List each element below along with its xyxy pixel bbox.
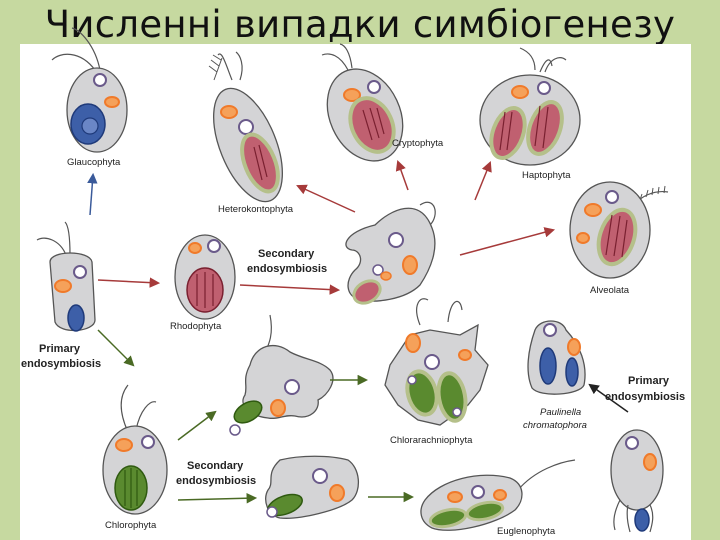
arrow-to-alveolata [459,227,556,256]
cell-primary-host [36,221,96,332]
label-cryptophyta: Cryptophyta [392,138,444,149]
label-secondary-bottom-1: Secondary [187,460,244,472]
arrow-to-paulinella [588,383,629,413]
label-chlorarachniophyta: Chlorarachniophyta [390,435,473,446]
label-paulinella-line2: chromatophora [523,420,587,431]
label-chlorophyta: Chlorophyta [105,520,157,531]
arrow-secondary-red [239,284,341,295]
arrow-secondary-green-2 [177,492,258,504]
cell-alveolata [569,181,669,279]
label-primary-left-2: endosymbiosis [21,358,101,370]
label-glaucophyta: Glaucophyta [67,157,121,168]
label-secondary-bottom-2: endosymbiosis [176,475,256,487]
label-secondary-top-2: endosymbiosis [247,263,327,275]
arrow-to-chlorophyta [97,329,135,367]
cell-primary-host-right [610,429,664,533]
cell-heterokontophyta [208,51,283,203]
cell-euglenophyta [420,459,576,531]
arrow-to-haptophyta [474,161,492,201]
label-haptophyta: Haptophyta [522,170,571,181]
label-primary-right-2: endosymbiosis [605,391,685,403]
label-secondary-top-1: Secondary [258,248,315,260]
page-title: Численні випадки симбіогенезу [44,3,676,46]
cell-cryptophyta [321,43,404,162]
arrow-secondary-green-1 [177,410,217,441]
label-primary-left-1: Primary [39,343,81,355]
arrow-to-heterokontophyta [296,184,356,213]
cell-glaucophyta [51,27,128,153]
cell-rhodophyta [174,234,236,320]
cell-secondary-red-host [345,201,436,305]
label-paulinella-line1: Paulinella [540,407,581,418]
cell-paulinella [527,320,586,395]
cell-secondary-green-host-2 [265,455,359,519]
label-rhodophyta: Rhodophyta [170,321,222,332]
arrow-to-glaucophyta [87,172,98,216]
cell-haptophyta [479,47,581,166]
label-primary-right-1: Primary [628,375,670,387]
arrow-to-rhodophyta [97,277,161,288]
label-euglenophyta: Euglenophyta [497,526,556,537]
cell-chlorophyta [102,384,168,515]
cell-chlorarachniophyta [384,298,489,426]
label-heterokontophyta: Heterokontophyta [218,204,294,215]
cell-secondary-green-host-1 [229,314,334,436]
label-alveolata: Alveolata [590,285,630,296]
arrow-to-cryptophyta [395,160,409,191]
